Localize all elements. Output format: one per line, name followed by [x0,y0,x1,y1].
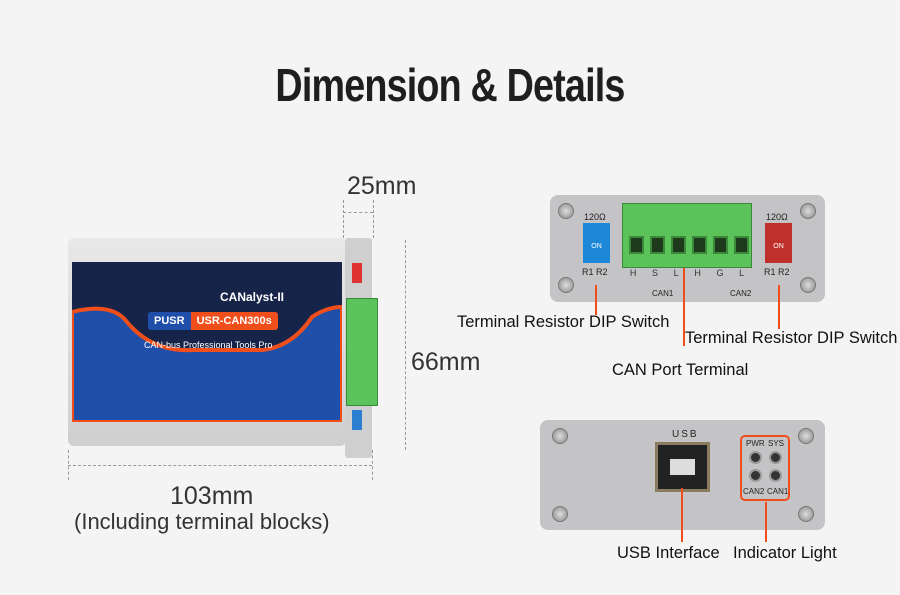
callout-dip-left: Terminal Resistor DIP Switch [457,313,670,331]
resistor-label-right: 120Ω [766,212,788,222]
length-note: (Including terminal blocks) [74,509,330,534]
pin-label: H [694,268,701,278]
led-label-can1: CAN1 [767,487,789,496]
r-labels-right: R1 R2 [764,267,790,277]
led-sys [769,451,782,464]
led-label-can2: CAN2 [743,487,765,496]
indicator-box: PWR SYS CAN2 CAN1 [740,435,790,501]
product-line: CANalyst-II [220,290,285,304]
on-label: ON [773,243,784,250]
pin-label: S [651,268,658,278]
depth-label: 25mm [347,172,417,200]
group-can2: CAN2 [730,289,752,298]
r-labels-left: R1 R2 [582,267,608,277]
can-terminal-block [622,203,752,268]
pin-label: L [673,268,679,278]
model-name: USR-CAN300s [190,312,278,330]
pin-label: G [716,268,724,278]
callout-can-terminal: CAN Port Terminal [612,361,749,379]
height-label: 66mm [411,348,481,376]
led-can1 [769,469,782,482]
callout-usb: USB Interface [617,544,720,562]
on-label: ON [591,243,602,250]
usb-port [655,442,710,492]
dip-switch-blue: ON [583,223,610,263]
device-body: CANalyst-II PUSR USR-CAN300s CAN-bus Pro… [68,238,346,446]
side-terminal-block [346,298,378,406]
length-label: 103mm [170,482,254,510]
dip-switch-red: ON [765,223,792,263]
callout-dip-right: Terminal Resistor DIP Switch [685,329,898,347]
led-can2 [749,469,762,482]
group-can1: CAN1 [652,289,674,298]
resistor-label-left: 120Ω [584,212,606,222]
page-title: Dimension & Details [275,59,625,111]
brand-logo: PUSR [148,312,191,330]
callout-indicator: Indicator Light [733,544,837,562]
usb-label: USB [672,429,699,440]
tagline: CAN-bus Professional Tools Pro [144,340,273,350]
back-panel: USB PWR SYS CAN2 CAN1 [540,420,825,530]
led-label-sys: SYS [768,439,785,448]
led-label-pwr: PWR [746,439,765,448]
led-pwr [749,451,762,464]
wave-graphic [72,304,342,422]
pin-label: H [629,268,637,278]
pin-label: L [739,268,745,278]
